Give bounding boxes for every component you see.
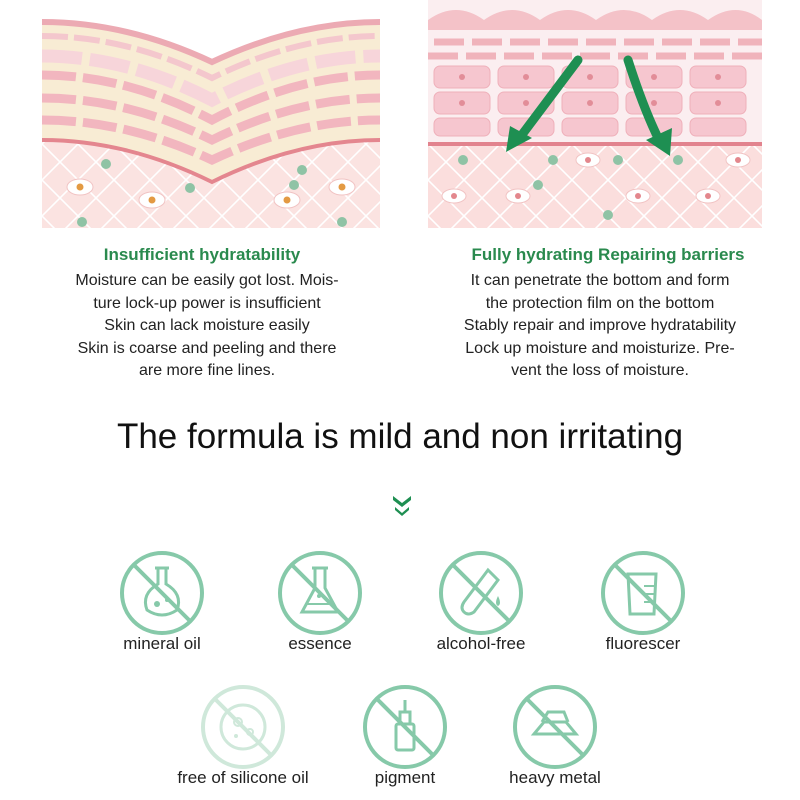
test-tube-icon (436, 548, 526, 638)
right-heading: Fully hydrating Repairing barriers (471, 245, 745, 264)
badge-label-pigment: pigment (374, 768, 436, 787)
left-line-5: are more fine lines. (138, 362, 276, 379)
left-line-1: Moisture can be easily got lost. Mois- (75, 272, 339, 289)
dropper-bottle-icon (360, 682, 450, 772)
measuring-cup-icon (598, 548, 688, 638)
right-line-3: Stably repair and improve hydratability (463, 317, 737, 334)
left-line-2: ture lock-up power is insufficient (93, 294, 321, 312)
badge-label-fluorescer: fluorescer (605, 634, 681, 653)
badge-label-alcohol-free: alcohol-free (436, 634, 526, 653)
badge-label-essence: essence (288, 634, 352, 653)
metal-bars-icon (510, 682, 600, 772)
left-line-3: Skin can lack moisture easily (104, 317, 310, 334)
badge-label-silicone-oil: free of silicone oil (177, 768, 309, 787)
chevron-down-icon (393, 496, 411, 516)
left-heading: Insufficient hydratability (103, 245, 301, 264)
petri-dish-icon (198, 682, 288, 772)
left-description: Moisture can be easily got lost. Mois- t… (32, 270, 382, 383)
dry-skin-illustration (42, 0, 380, 228)
flask-icon (117, 548, 207, 638)
right-line-5: vent the loss of moisture. (511, 362, 689, 379)
right-line-2: the protection film on the bottom (485, 294, 715, 312)
page-title: The formula is mild and non irritating (116, 417, 684, 456)
beaker-icon (275, 548, 365, 638)
badge-label-heavy-metal: heavy metal (509, 768, 601, 787)
hydrated-skin-illustration (428, 0, 762, 228)
right-line-1: It can penetrate the bottom and form (470, 272, 730, 289)
badge-label-mineral-oil: mineral oil (123, 634, 201, 653)
right-line-4: Lock up moisture and moisturize. Pre- (465, 339, 735, 357)
left-line-4: Skin is coarse and peeling and there (77, 339, 337, 357)
right-description: It can penetrate the bottom and form the… (420, 270, 780, 383)
